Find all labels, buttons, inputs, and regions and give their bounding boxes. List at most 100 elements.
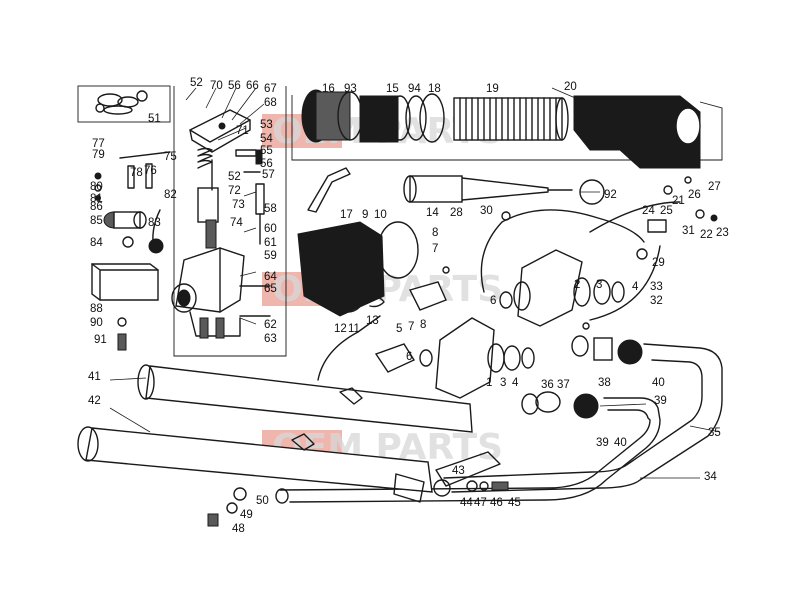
airbox-box — [291, 95, 723, 161]
callout-20: 20 — [564, 81, 577, 93]
callout-32: 32 — [650, 295, 663, 307]
callout-76: 76 — [144, 165, 157, 177]
callout-7: 7 — [408, 321, 414, 333]
callout-46: 46 — [490, 497, 503, 509]
callout-85: 85 — [90, 215, 103, 227]
callout-62: 62 — [264, 319, 277, 331]
callout-84: 84 — [90, 237, 103, 249]
callout-88: 88 — [90, 303, 103, 315]
callout-42: 42 — [88, 395, 101, 407]
callout-24: 24 — [642, 205, 655, 217]
callout-65: 65 — [264, 283, 277, 295]
callout-91: 91 — [94, 334, 107, 346]
air-intake-set — [301, 89, 701, 169]
callout-79: 79 — [92, 149, 105, 161]
callout-8: 8 — [432, 227, 438, 239]
callout-30: 30 — [480, 205, 493, 217]
mounting-bolts — [207, 487, 247, 527]
carburettor-assembly — [171, 109, 271, 339]
callout-3: 3 — [596, 279, 602, 291]
carburettor-left — [374, 281, 535, 399]
callout-83: 83 — [148, 217, 161, 229]
tube-assembly — [403, 175, 605, 205]
exhaust-pipes — [275, 343, 723, 504]
callout-78: 78 — [130, 167, 143, 179]
silencers — [77, 364, 473, 503]
callout-37: 37 — [557, 379, 570, 391]
callout-74: 74 — [230, 217, 243, 229]
callout-53: 53 — [260, 119, 273, 131]
callout-31: 31 — [682, 225, 695, 237]
callout-3: 3 — [500, 377, 506, 389]
callout-51: 51 — [148, 113, 161, 125]
callout-68: 68 — [264, 97, 277, 109]
callout-12: 12 — [334, 323, 347, 335]
callout-63: 63 — [264, 333, 277, 345]
callout-58: 58 — [264, 203, 277, 215]
collector-rings — [521, 335, 643, 419]
callout-57: 57 — [262, 169, 275, 181]
callout-28: 28 — [450, 207, 463, 219]
callout-25: 25 — [660, 205, 673, 217]
callout-66: 66 — [246, 80, 259, 92]
bent-rod — [307, 167, 351, 213]
callout-41: 41 — [88, 371, 101, 383]
callout-60: 60 — [264, 223, 277, 235]
callout-8: 8 — [420, 319, 426, 331]
callout-56: 56 — [260, 158, 273, 170]
callout-10: 10 — [374, 209, 387, 221]
hose-clip — [369, 295, 385, 308]
callout-38: 38 — [598, 377, 611, 389]
callout-45: 45 — [508, 497, 521, 509]
callout-40: 40 — [614, 437, 627, 449]
callout-27: 27 — [708, 181, 721, 193]
callout-39: 39 — [596, 437, 609, 449]
callout-5: 5 — [396, 323, 402, 335]
callout-9: 9 — [362, 209, 368, 221]
callout-50: 50 — [256, 495, 269, 507]
callout-1: 1 — [486, 377, 492, 389]
callout-18: 18 — [428, 83, 441, 95]
callout-11: 11 — [348, 323, 360, 335]
gasket-set — [95, 90, 148, 115]
callout-92: 92 — [604, 189, 617, 201]
leader-lines — [109, 87, 721, 479]
callout-34: 34 — [704, 471, 717, 483]
carburettor-box — [173, 86, 287, 357]
callout-15: 15 — [386, 83, 399, 95]
callout-90: 90 — [90, 317, 103, 329]
callout-49: 49 — [240, 509, 253, 521]
callout-86: 86 — [90, 201, 103, 213]
callout-40: 40 — [652, 377, 665, 389]
callout-22: 22 — [700, 229, 713, 241]
callout-73: 73 — [232, 199, 245, 211]
callout-2: 2 — [574, 279, 580, 291]
callout-6: 6 — [490, 295, 496, 307]
callout-29: 29 — [652, 257, 665, 269]
air-filter-small-parts — [91, 151, 171, 351]
throttle-cable — [480, 209, 645, 293]
intake-boot — [297, 221, 419, 317]
callout-64: 64 — [264, 271, 277, 283]
callout-67: 67 — [264, 83, 277, 95]
callout-72: 72 — [228, 185, 241, 197]
callout-4: 4 — [632, 281, 639, 293]
vent-hose — [317, 315, 381, 381]
callout-48: 48 — [232, 523, 245, 535]
callout-61: 61 — [264, 237, 277, 249]
callout-75: 75 — [164, 151, 177, 163]
callout-80: 80 — [90, 181, 103, 193]
callout-21: 21 — [672, 195, 685, 207]
callout-23: 23 — [716, 227, 729, 239]
callout-16: 16 — [322, 83, 335, 95]
callout-93: 93 — [344, 83, 357, 95]
callout-56: 56 — [228, 80, 241, 92]
callout-7: 7 — [432, 243, 438, 255]
choke-cable — [589, 201, 681, 233]
callout-82: 82 — [164, 189, 177, 201]
callout-14: 14 — [426, 207, 439, 219]
callout-94: 94 — [408, 83, 421, 95]
callout-17: 17 — [340, 209, 353, 221]
